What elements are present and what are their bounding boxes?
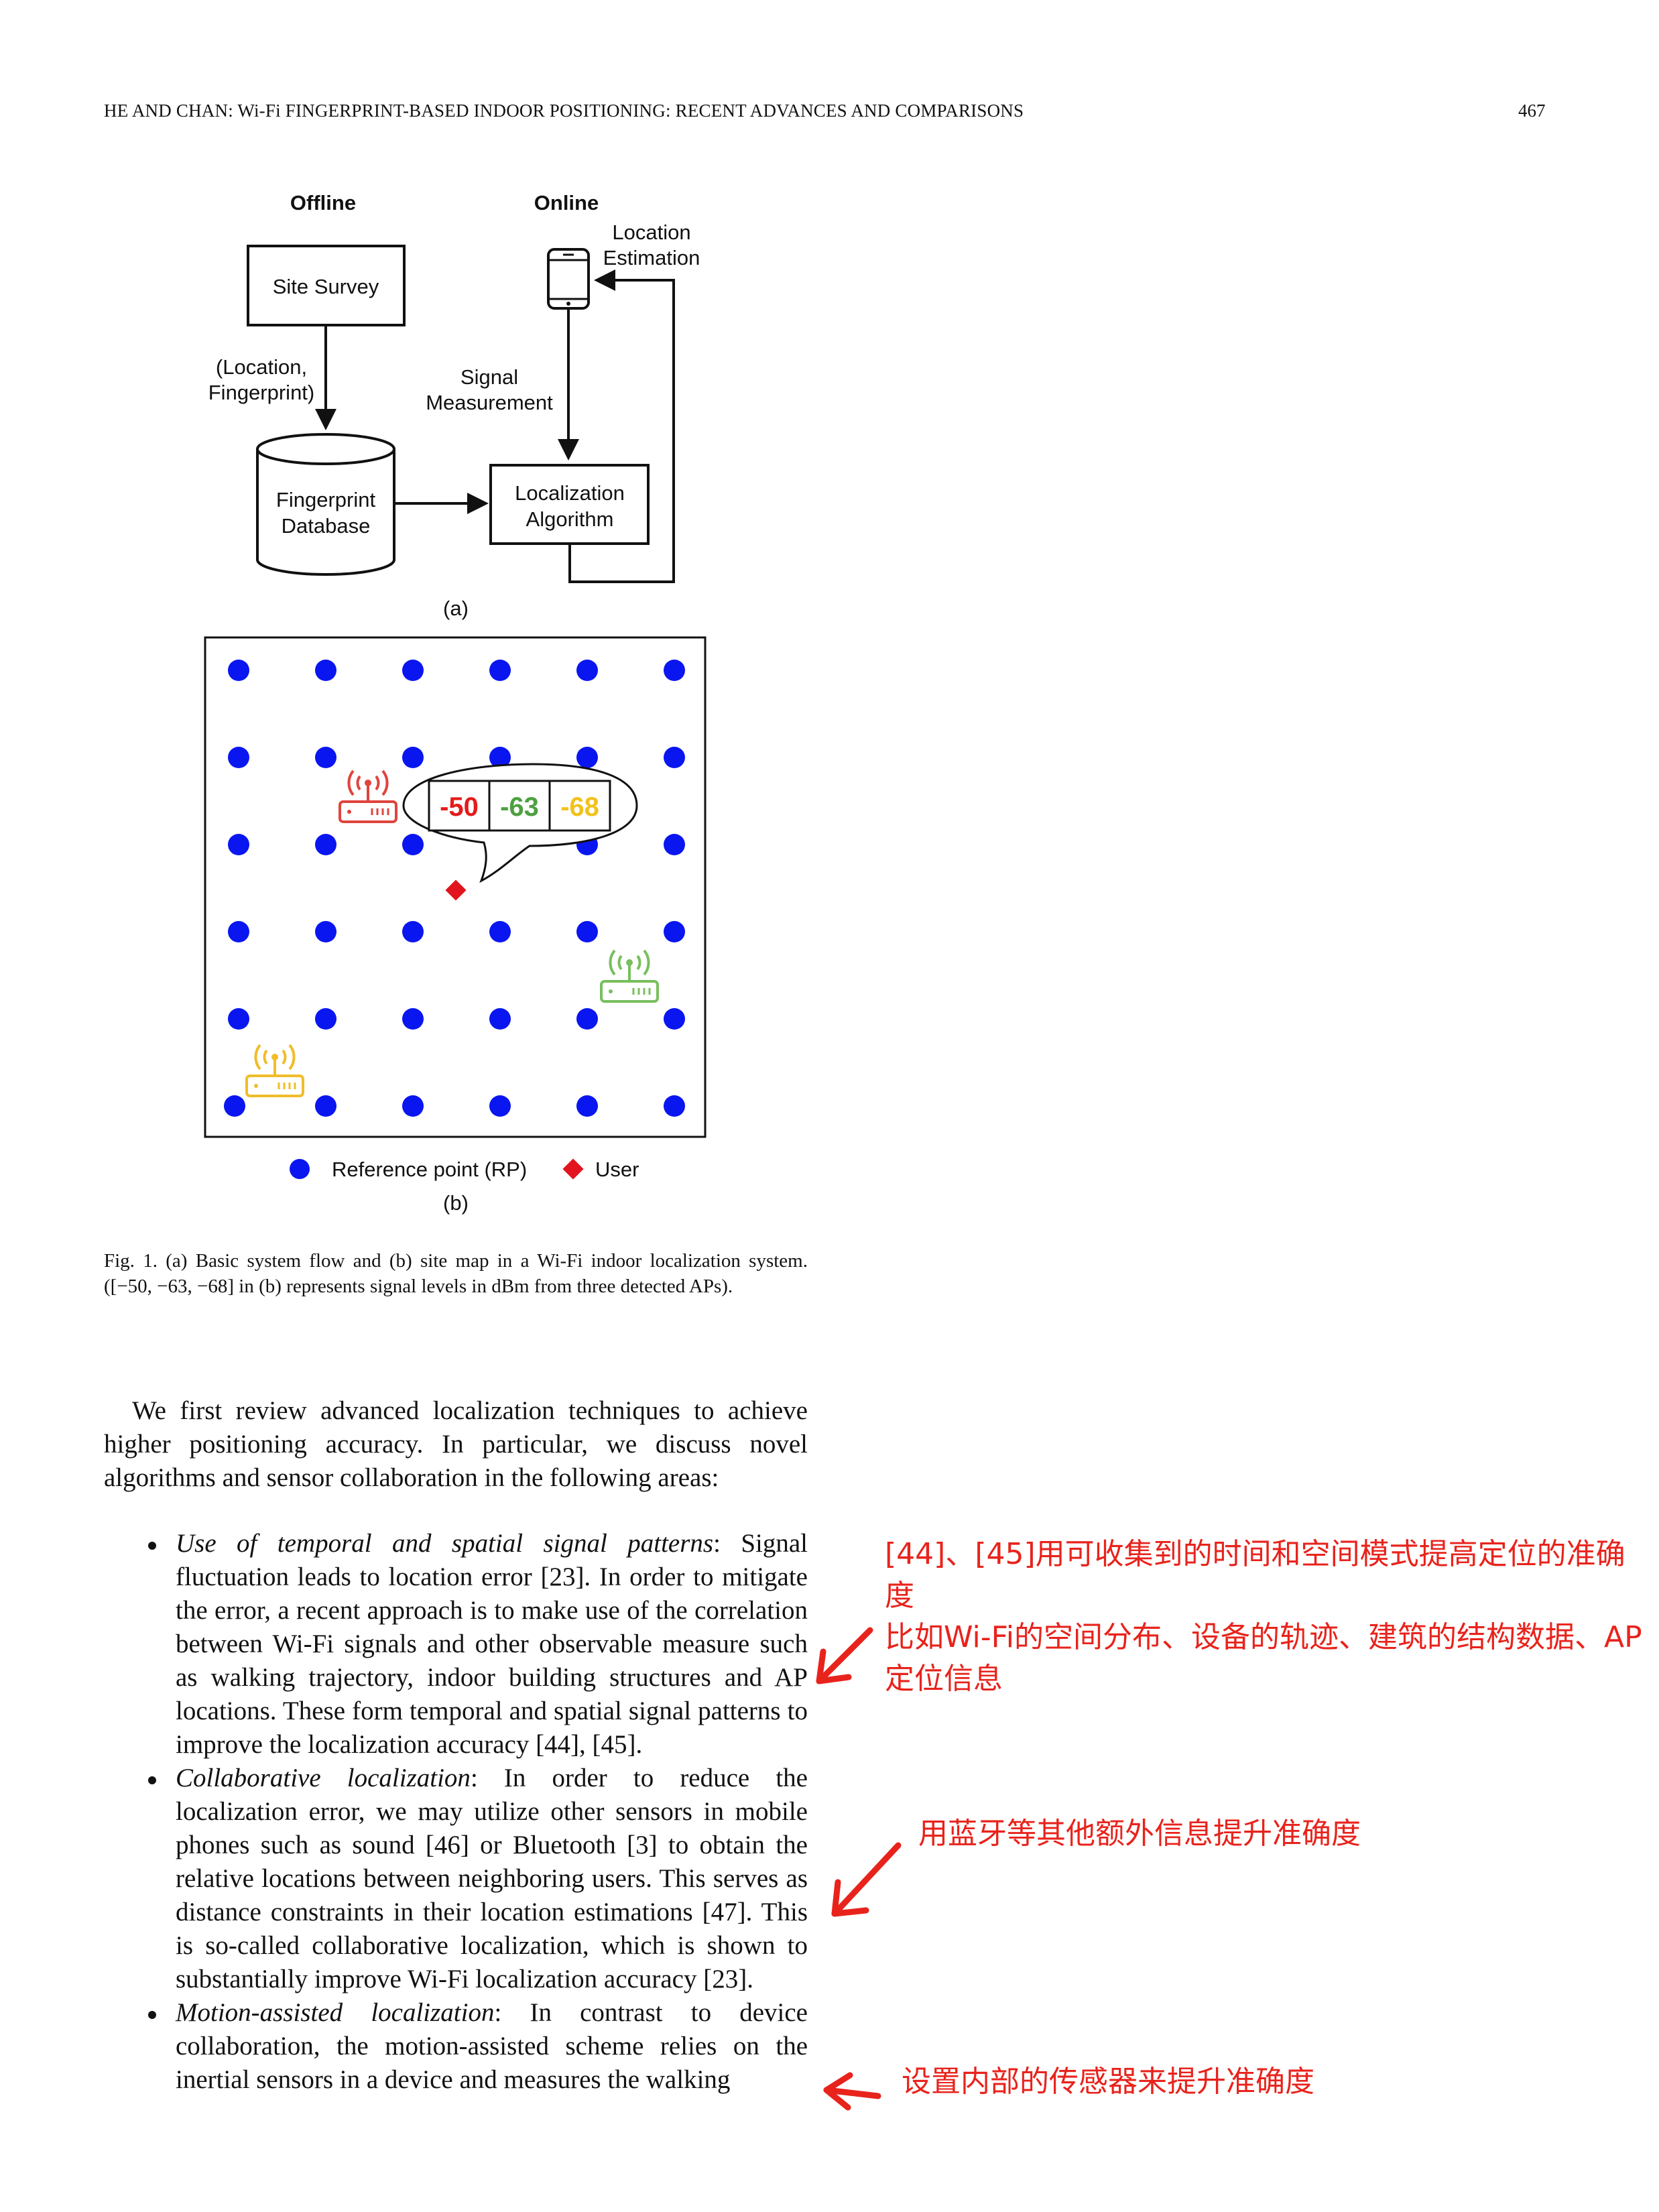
database-top — [256, 433, 395, 465]
access-point-yellow-icon — [245, 1044, 304, 1097]
fingerprint-database-line2: Database — [282, 514, 371, 538]
reference-point — [576, 660, 598, 681]
reference-point — [576, 747, 598, 768]
reference-point — [315, 834, 336, 855]
localization-algorithm-box — [489, 464, 650, 545]
reference-point — [315, 1008, 336, 1030]
bullet-dot — [148, 1776, 156, 1784]
fingerprint-database-line1: Fingerprint — [276, 488, 376, 511]
annotation-text-4: 设置内部的传感器来提升准确度 — [902, 2065, 1314, 2099]
localization-algorithm-line2: Algorithm — [526, 507, 614, 531]
reference-points — [224, 660, 685, 1117]
phone-icon — [547, 248, 590, 310]
site-survey-label: Site Survey — [273, 275, 379, 298]
reference-point — [489, 921, 511, 942]
bullet-dot — [148, 2011, 156, 2019]
signal-measurement-line2: Measurement — [426, 391, 553, 414]
legend-user-marker — [562, 1158, 584, 1180]
annotation-arrow-3-icon — [823, 2072, 881, 2111]
signal-table — [428, 780, 611, 832]
site-survey-box — [247, 245, 406, 326]
reference-point — [664, 660, 685, 681]
reference-point — [224, 1095, 245, 1117]
reference-point — [402, 921, 424, 942]
location-estimation-line2: Estimation — [603, 246, 700, 269]
fingerprint-database-cylinder — [256, 449, 395, 576]
list-item: Use of temporal and spatial signal patte… — [104, 1527, 808, 1762]
bullet-text: : In contrast to device collaboration, t… — [176, 1998, 808, 2094]
bullet-text: : In order to reduce the localization er… — [176, 1764, 808, 1993]
reference-point — [315, 1095, 336, 1117]
offline-heading: Offline — [290, 191, 356, 214]
intro-text: We first review advanced localization te… — [104, 1396, 808, 1492]
bullet-title: Collaborative localization — [176, 1764, 471, 1792]
annotation-text-1: [44]、[45]用可收集到的时间和空间模式提高定位的准确度 — [885, 1537, 1625, 1613]
reference-point — [664, 1008, 685, 1030]
reference-point — [489, 747, 511, 768]
reference-point — [402, 1095, 424, 1117]
list-item: Motion-assisted localization: In contras… — [104, 1996, 808, 2097]
bullet-title: Motion-assisted localization — [176, 1998, 495, 2027]
bullet-text: : Signal fluctuation leads to location e… — [176, 1529, 808, 1759]
signal-level-ap3: -68 — [560, 792, 599, 822]
figure-b-label: (b) — [443, 1191, 469, 1215]
reference-point — [489, 660, 511, 681]
signal-measurement-line1: Signal — [460, 365, 518, 389]
bullet-list: Use of temporal and spatial signal patte… — [104, 1527, 808, 2097]
legend-user-label: User — [595, 1158, 639, 1181]
bullet-dot — [148, 1542, 156, 1550]
reference-point — [315, 921, 336, 942]
reference-point — [315, 660, 336, 681]
reference-point — [228, 747, 249, 768]
legend-rp-label: Reference point (RP) — [332, 1158, 527, 1181]
location-estimation-line1: Location — [612, 221, 690, 244]
reference-point — [402, 747, 424, 768]
reference-point — [228, 660, 249, 681]
reference-point — [664, 834, 685, 855]
annotation-arrow-1-icon — [816, 1627, 873, 1684]
annotation-text-3: 用蓝牙等其他额外信息提升准确度 — [918, 1817, 1361, 1851]
reference-point — [489, 1095, 511, 1117]
localization-algorithm-line1: Localization — [515, 481, 625, 505]
feedback-arrow — [568, 269, 675, 583]
reference-point — [576, 1008, 598, 1030]
running-header: HE AND CHAN: Wi-Fi FINGERPRINT-BASED IND… — [104, 101, 1024, 121]
figure-1: Offline Online Site Survey (Location, Fi… — [204, 191, 706, 1215]
reference-point — [576, 921, 598, 942]
access-point-green-icon — [600, 949, 659, 1003]
page-number: 467 — [1518, 101, 1546, 121]
figure-a-label: (a) — [443, 597, 469, 620]
reference-point — [402, 1008, 424, 1030]
list-item: Collaborative localization: In order to … — [104, 1762, 808, 1996]
reference-point — [402, 660, 424, 681]
online-heading: Online — [534, 191, 599, 214]
intro-paragraph: We first review advanced localization te… — [104, 1394, 808, 1495]
annotation-note-1: [44]、[45]用可收集到的时间和空间模式提高定位的准确度 比如Wi-Fi的空… — [885, 1534, 1649, 1700]
legend-rp-dot — [290, 1159, 310, 1179]
annotation-arrow-2-icon — [831, 1842, 902, 1917]
reference-point — [402, 834, 424, 855]
location-fingerprint-line1: (Location, — [216, 355, 307, 379]
bullet-title: Use of temporal and spatial signal patte… — [176, 1529, 714, 1558]
access-point-red-icon — [339, 770, 397, 823]
reference-point — [228, 921, 249, 942]
reference-point — [228, 1008, 249, 1030]
reference-point — [664, 921, 685, 942]
reference-point — [576, 1095, 598, 1117]
signal-level-ap2: -63 — [500, 792, 539, 822]
figure-caption: Fig. 1. (a) Basic system flow and (b) si… — [104, 1250, 808, 1297]
annotation-text-2: 比如Wi-Fi的空间分布、设备的轨迹、建筑的结构数据、AP定位信息 — [885, 1620, 1642, 1696]
reference-point — [489, 1008, 511, 1030]
reference-point — [664, 1095, 685, 1117]
reference-point — [228, 834, 249, 855]
location-fingerprint-line2: Fingerprint) — [208, 381, 315, 404]
signal-level-ap1: -50 — [440, 792, 479, 822]
reference-point — [315, 747, 336, 768]
reference-point — [664, 747, 685, 768]
